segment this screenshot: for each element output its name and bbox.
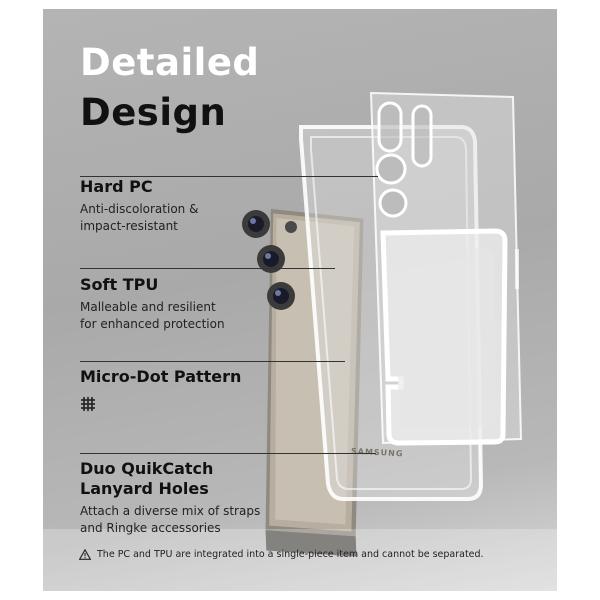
feature-description-line: and Ringke accessories xyxy=(80,521,221,535)
feature-description-line: impact-resistant xyxy=(80,219,178,233)
feature-description-line: Anti-discoloration & xyxy=(80,202,199,216)
camera-cutout-1 xyxy=(377,101,403,153)
camera-lens-small xyxy=(285,221,297,233)
product-panel: SAMSUNG Detailed Design Hard PC Anti-dis… xyxy=(43,9,557,591)
feature-micro-dot: Micro-Dot Pattern xyxy=(80,367,241,417)
feature-lanyard-holes: Duo QuikCatch Lanyard Holes Attach a div… xyxy=(80,459,260,537)
feature-description: Malleable and resilient for enhanced pro… xyxy=(80,299,225,333)
camera-lens-3 xyxy=(267,282,295,310)
feature-heading: Duo QuikCatch Lanyard Holes xyxy=(80,459,260,499)
warning-icon xyxy=(79,549,91,560)
camera-cutout-4 xyxy=(378,188,408,218)
leader-line-soft-tpu xyxy=(80,268,335,269)
feature-hard-pc: Hard PC Anti-discoloration & impact-resi… xyxy=(80,177,198,235)
feature-description-line: Attach a diverse mix of straps xyxy=(80,504,261,518)
feature-heading: Soft TPU xyxy=(80,275,159,294)
feature-description: Attach a diverse mix of straps and Ringk… xyxy=(80,503,260,537)
camera-cutout-2 xyxy=(411,104,433,168)
camera-lens-1 xyxy=(242,210,270,238)
feature-heading-line: Lanyard Holes xyxy=(80,479,209,498)
title-line-2: Design xyxy=(80,91,227,134)
card-slot xyxy=(380,228,508,446)
feature-soft-tpu: Soft TPU Malleable and resilient for enh… xyxy=(80,275,225,333)
floor-reflection xyxy=(43,529,557,591)
leader-line-lanyard xyxy=(80,453,376,454)
leader-line-micro-dot xyxy=(80,361,345,362)
feature-heading: Hard PC xyxy=(80,177,153,196)
camera-cutout-3 xyxy=(375,153,407,185)
footnote-text: The PC and TPU are integrated into a sin… xyxy=(97,549,484,560)
feature-description-line: for enhanced protection xyxy=(80,317,225,331)
camera-lens-2 xyxy=(257,245,285,273)
product-illustration xyxy=(43,91,557,591)
feature-description-line: Malleable and resilient xyxy=(80,300,216,314)
leader-line-hard-pc xyxy=(80,176,378,177)
grid-dot-icon xyxy=(81,397,95,411)
feature-heading-line: Duo QuikCatch xyxy=(80,459,214,478)
footnote: The PC and TPU are integrated into a sin… xyxy=(79,549,484,560)
side-button xyxy=(515,249,519,289)
feature-description: Anti-discoloration & impact-resistant xyxy=(80,201,198,235)
title-line-1: Detailed xyxy=(80,41,260,84)
feature-heading: Micro-Dot Pattern xyxy=(80,367,242,386)
